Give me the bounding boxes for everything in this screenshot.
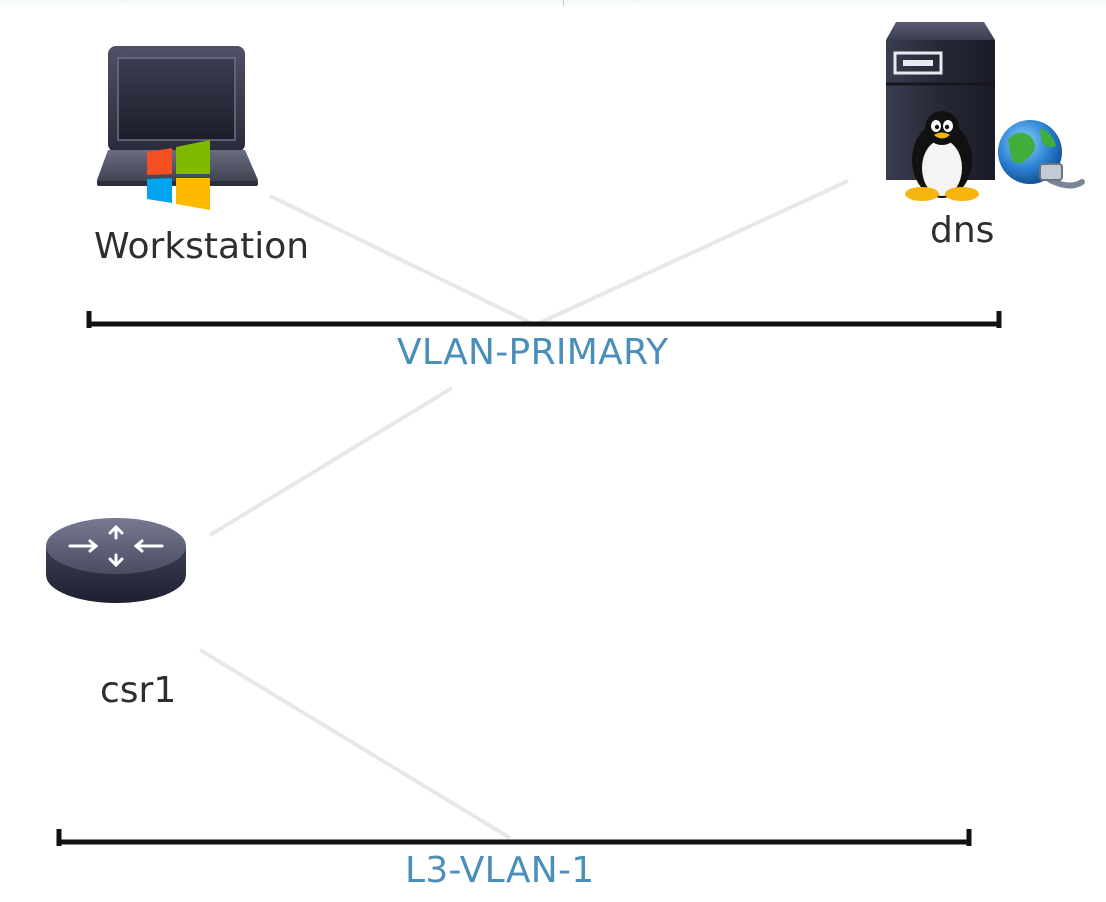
canvas-top-edge [0,0,1106,8]
linux-penguin-icon [905,111,979,201]
canvas-top-tick [563,0,564,6]
windows-logo-icon [147,140,210,210]
globe-network-icon [998,120,1085,189]
node-label-workstation[interactable]: Workstation [94,226,310,267]
router-arrows-icon [68,524,164,568]
segment-label-vlan-primary[interactable]: VLAN-PRIMARY [397,332,669,373]
link-workstation-vlan-primary[interactable] [269,194,536,327]
segment-bar-vlan-primary[interactable] [86,311,1002,328]
node-label-dns[interactable]: dns [930,210,995,251]
segment-bar-l3-vlan-1[interactable] [56,829,972,846]
segment-label-l3-vlan-1[interactable]: L3-VLAN-1 [405,850,595,891]
link-dns-vlan-primary[interactable] [534,179,849,327]
windows-laptop-icon[interactable] [96,46,258,210]
linux-server-icon[interactable] [886,22,1085,201]
node-label-csr1[interactable]: csr1 [100,670,177,711]
link-csr1-l3-vlan-1[interactable] [198,648,512,840]
link-csr1-vlan-primary[interactable] [208,386,454,537]
router-icon[interactable] [46,518,186,603]
